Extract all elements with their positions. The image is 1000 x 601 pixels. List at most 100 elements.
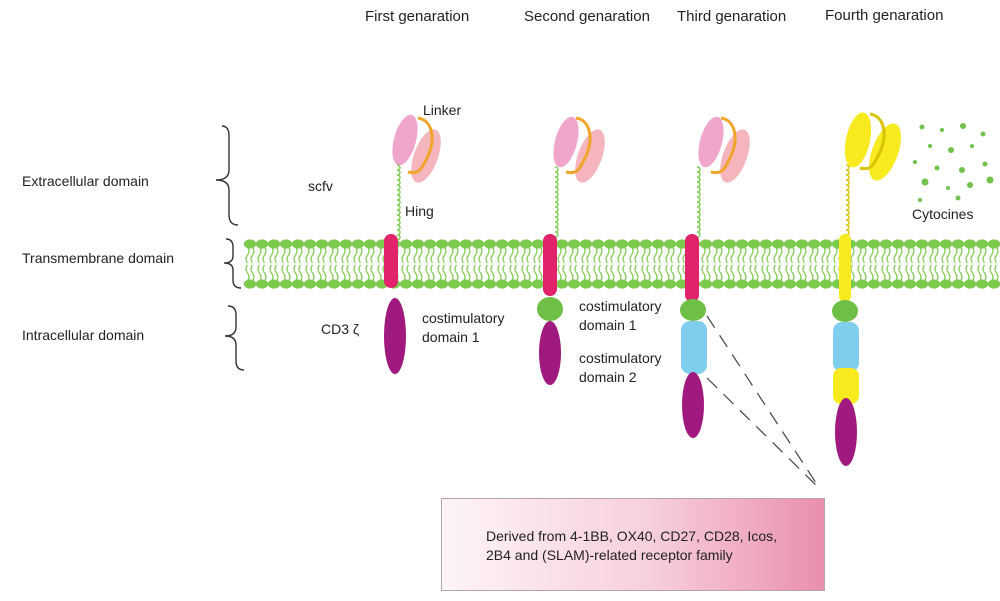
lipid-tail [814,246,819,264]
lipid-tail [610,246,615,264]
lipid-tail [245,264,250,282]
intracellular-domain-label: Intracellular domain [22,327,145,343]
lipid-tail [358,264,363,282]
lipid-head [807,279,821,289]
lipid-head [255,279,269,289]
lipid-tail [977,264,982,282]
lipid-tail [293,264,298,282]
lipid-tail [898,246,903,264]
lipid-head [303,279,317,289]
lipid-tail [881,246,886,264]
lipid-tail [941,246,946,264]
scfv-light-chain [575,129,605,183]
lipid-head [951,239,965,249]
lipid-tail [473,246,478,264]
costimulatory-domain-1-label-second-line2: domain 1 [579,317,637,333]
lipid-tail [965,264,970,282]
lipid-head [663,239,677,249]
header-fourth-generation: Fourth genaration [825,7,944,24]
lipid-head [603,279,617,289]
lipid-tail [353,246,358,264]
transmembrane-segment [839,234,851,302]
lipid-tail [317,264,322,282]
lipid-head [903,239,917,249]
lipid-tail [569,246,574,264]
lipid-tail [713,246,718,264]
cytokine-particle [946,186,950,190]
lipid-head [639,239,653,249]
lipid-tail [677,264,682,282]
lipid-head [963,279,977,289]
cytokine-particle [955,195,961,201]
lipid-tail [785,246,790,264]
lipid-tail [922,246,927,264]
lipid-head [459,239,473,249]
cytokine-particle [948,147,954,153]
lipid-tail [521,246,526,264]
cytokine-particle [986,176,994,184]
lipid-tail [941,264,946,282]
lipid-tail [670,264,675,282]
lipid-head [567,239,581,249]
lipid-tail [641,246,646,264]
lipid-tail [905,264,910,282]
lipid-tail [430,264,435,282]
lipid-tail [341,264,346,282]
lipid-tail [773,264,778,282]
lipid-tail [401,246,406,264]
costimulatory-domain-1 [680,299,706,321]
lipid-head [255,239,269,249]
costimulatory-domain-1-label-first: costimulatory [422,310,505,326]
lipid-tail [574,264,579,282]
scfv-light-chain [869,123,901,181]
lipid-tail [562,246,567,264]
lipid-head [267,279,281,289]
lipid-tail [478,264,483,282]
lipid-tail [953,246,958,264]
lipid-head [699,239,713,249]
costimulatory-domain-1 [537,297,563,321]
lipid-tail [701,264,706,282]
costimulatory-domain-2 [681,321,707,374]
lipid-tail [322,246,327,264]
costimulatory-domain-2 [833,322,859,372]
lipid-tail [569,264,574,282]
lipid-tail [646,264,651,282]
lipid-tail [833,246,838,264]
lipid-tail [653,246,658,264]
lipid-head [759,239,773,249]
lipid-tail [442,246,447,264]
lipid-tail [353,264,358,282]
lipid-tail [713,264,718,282]
lipid-head [891,279,905,289]
lipid-tail [761,246,766,264]
lipid-tail [442,264,447,282]
lipid-tail [262,246,267,264]
lipid-head [939,239,953,249]
lipid-head [579,279,593,289]
lipid-tail [641,264,646,282]
lipid-head [747,239,761,249]
transmembrane-segment [543,234,557,296]
lipid-tail [605,246,610,264]
lipid-head [447,279,461,289]
lipid-tail [281,246,286,264]
lipid-head [447,239,461,249]
lipid-tail [718,264,723,282]
cytokine-particle [919,124,925,130]
lipid-tail [341,246,346,264]
lipid-head [483,239,497,249]
first-generation-car [384,114,441,374]
lipid-head [315,279,329,289]
hinge [396,164,401,241]
lipid-tail [449,246,454,264]
scfv-heavy-chain [698,116,724,168]
transmembrane-segment [685,234,699,302]
lipid-head [567,279,581,289]
lipid-tail [958,246,963,264]
lipid-tail [742,246,747,264]
lipid-tail [485,246,490,264]
lipid-head [603,239,617,249]
lipid-tail [509,264,514,282]
cytokine-particle [928,144,932,148]
